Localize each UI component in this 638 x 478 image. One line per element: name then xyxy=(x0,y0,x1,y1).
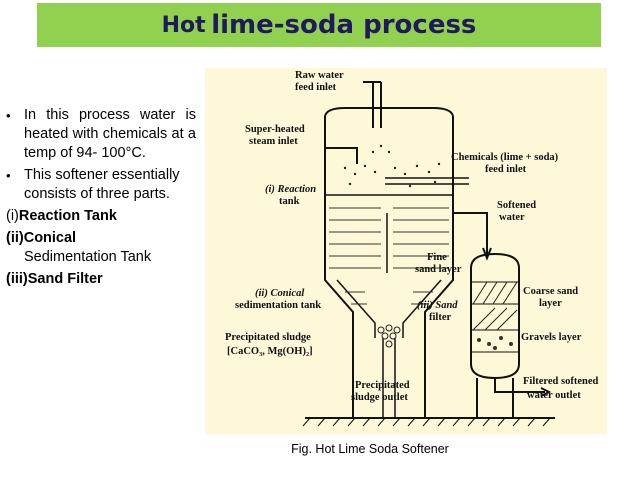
part-name: Sand Filter xyxy=(27,271,103,287)
sludge-outlet-pipe xyxy=(382,338,396,418)
label-coarse-2: layer xyxy=(539,298,562,309)
figure-caption: Fig. Hot Lime Soda Softener xyxy=(291,442,449,456)
filter-legs xyxy=(476,378,514,418)
diagram-svg: Raw water feed inlet Super-heated steam … xyxy=(225,70,598,427)
slide-title: Hot lime-soda process xyxy=(37,3,601,47)
label-coarse-1: Coarse sand xyxy=(523,286,578,297)
sand-filter-outline xyxy=(470,252,520,380)
label-fine-2: sand layer xyxy=(415,264,462,275)
label-conical-2: sedimentation tank xyxy=(235,300,321,311)
filtered-pipe xyxy=(494,378,545,393)
label-outlet-1: Precipitated xyxy=(355,380,410,391)
part-prefix: (i) xyxy=(6,208,19,224)
part-item: (i)Reaction Tank xyxy=(6,207,196,226)
label-reaction-2: tank xyxy=(279,196,300,207)
gravel-dots xyxy=(477,336,513,350)
reaction-tank-outline xyxy=(324,116,454,418)
label-softened-1: Softened xyxy=(497,200,536,211)
label-raw-water-1: Raw water xyxy=(295,70,344,81)
content-text: • In this process water is heated with c… xyxy=(6,106,196,289)
tank-top xyxy=(324,107,454,117)
label-sand-2: filter xyxy=(429,312,451,323)
raw-water-pipe xyxy=(367,81,382,128)
sludge-particles xyxy=(377,324,401,348)
water-hatching xyxy=(329,207,449,305)
label-filtered-2: water outlet xyxy=(527,390,581,401)
steam-pipe xyxy=(325,147,358,164)
label-softened-2: water xyxy=(499,212,525,223)
chemicals-pipe xyxy=(385,177,469,185)
part-name: Sedimentation Tank xyxy=(24,249,152,265)
part-prefix: (iii) xyxy=(6,271,28,287)
bullet-item: • In this process water is heated with c… xyxy=(6,106,196,163)
label-gravels: Gravels layer xyxy=(521,332,582,343)
label-sludge-2: [CaCO₃, Mg(OH)₂] xyxy=(227,346,313,357)
softened-arrow xyxy=(482,247,492,261)
label-steam-2: steam inlet xyxy=(249,136,298,147)
label-reaction-1: (i) Reaction xyxy=(265,184,316,195)
bullet-dot-icon: • xyxy=(6,108,11,123)
bullet-text: In this process water is heated with che… xyxy=(24,107,196,161)
part-name: Reaction Tank xyxy=(18,208,117,224)
part-prefix: (ii) xyxy=(6,230,24,246)
title-prefix: Hot xyxy=(161,12,206,38)
part-item-continued: Sedimentation Tank xyxy=(6,248,196,267)
label-fine-1: Fine xyxy=(427,252,447,263)
coarse-sand-hatch xyxy=(472,281,518,331)
spray-pattern xyxy=(343,144,441,188)
label-chem-1: Chemicals (lime + soda) xyxy=(451,152,559,163)
softener-diagram: Raw water feed inlet Super-heated steam … xyxy=(205,68,607,434)
bullet-dot-icon: • xyxy=(6,168,11,183)
inner-cone xyxy=(336,279,442,338)
part-item: (ii)Conical xyxy=(6,229,196,248)
bullet-item: • This softener essentially consists of … xyxy=(6,166,196,204)
filter-layers xyxy=(471,281,519,353)
bullet-text: This softener essentially consists of th… xyxy=(24,167,180,202)
label-conical-1: (ii) Conical xyxy=(255,288,304,299)
softened-pipe xyxy=(453,212,488,256)
part-item: (iii)Sand Filter xyxy=(6,270,196,289)
label-raw-water-2: feed inlet xyxy=(295,82,337,93)
label-chem-2: feed inlet xyxy=(485,164,527,175)
title-main: lime-soda process xyxy=(211,10,477,40)
label-outlet-2: sludge outlet xyxy=(351,392,408,403)
label-sludge-1: Precipitated sludge xyxy=(225,332,311,343)
label-sand-1: (iii) Sand xyxy=(417,300,458,311)
filtered-arrow xyxy=(540,387,552,397)
part-name: Conical xyxy=(23,230,77,246)
label-steam-1: Super-heated xyxy=(245,124,305,135)
ground-hatch xyxy=(302,417,551,427)
label-filtered-1: Filtered softened xyxy=(523,376,598,387)
